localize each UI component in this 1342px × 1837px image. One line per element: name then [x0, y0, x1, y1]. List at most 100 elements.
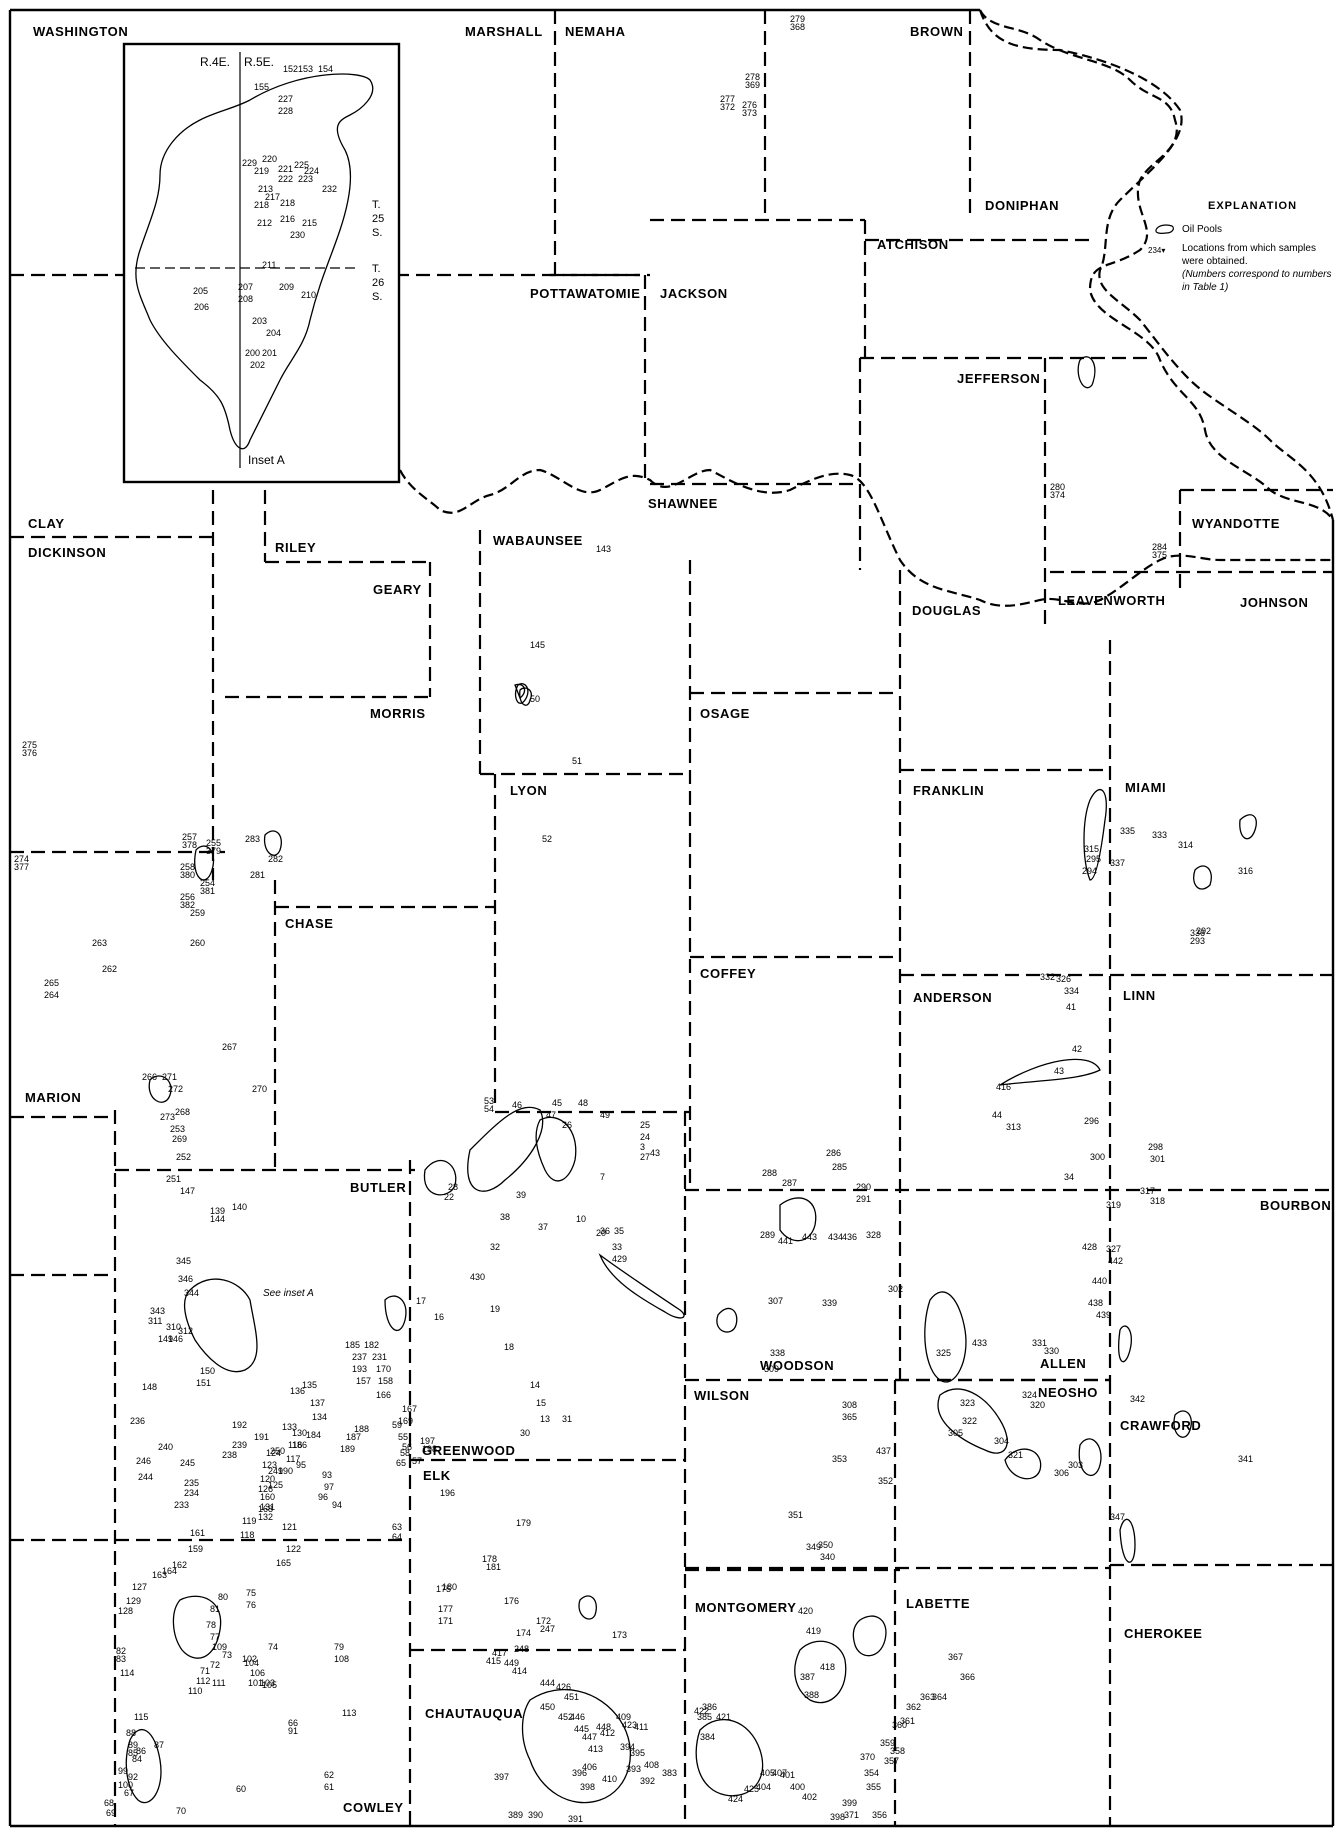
sample-point-125: 125 [268, 1480, 283, 1490]
inset-sample-203: 203 [252, 316, 267, 326]
sample-point-307: 307 [768, 1296, 783, 1306]
sample-point-316: 316 [1238, 866, 1253, 876]
sample-point-317: 317 [1140, 1186, 1155, 1196]
sample-point-442: 442 [1108, 1256, 1123, 1266]
sample-point-380: 380 [180, 870, 195, 880]
sample-point-233: 233 [174, 1500, 189, 1510]
sample-point-273: 273 [160, 1112, 175, 1122]
sample-point-162: 162 [172, 1560, 187, 1570]
inset-range-left: R.4E. [200, 55, 230, 69]
sample-point-387: 387 [800, 1672, 815, 1682]
sample-point-145: 145 [530, 640, 545, 650]
sample-point-290: 290 [856, 1182, 871, 1192]
sample-point-136: 136 [290, 1386, 305, 1396]
sample-point-130: 130 [292, 1428, 307, 1438]
sample-point-56: 56 [402, 1442, 412, 1452]
sample-point-251: 251 [166, 1174, 181, 1184]
sample-point-146: 146 [168, 1334, 183, 1344]
county-labette: LABETTE [906, 1596, 970, 1611]
county-johnson: JOHNSON [1240, 595, 1309, 610]
sample-point-391: 391 [568, 1814, 583, 1824]
sample-point-147: 147 [180, 1186, 195, 1196]
sample-point-281: 281 [250, 870, 265, 880]
sample-point-296: 296 [1084, 1116, 1099, 1126]
map-frame [8, 8, 1335, 1828]
sample-point-343: 343 [150, 1306, 165, 1316]
oil-pool [423, 1159, 457, 1196]
sample-point-282: 282 [268, 854, 283, 864]
sample-point-262: 262 [102, 964, 117, 974]
oil-pool [263, 830, 282, 856]
sample-point-421: 421 [716, 1712, 731, 1722]
sample-point-27: 27 [640, 1152, 650, 1162]
sample-point-111: 111 [212, 1678, 226, 1688]
inset-t25-c: S. [372, 227, 382, 239]
sample-point-259: 259 [190, 908, 205, 918]
sample-point-192: 192 [232, 1420, 247, 1430]
sample-point-362: 362 [906, 1702, 921, 1712]
sample-point-127: 127 [132, 1582, 147, 1592]
sample-point-124: 124 [266, 1448, 281, 1458]
sample-point-275: 275 [22, 740, 37, 750]
sample-point-37: 37 [538, 1222, 548, 1232]
oil-pool [384, 1295, 407, 1332]
oil-pool [1173, 1410, 1192, 1438]
sample-point-255: 255 [206, 838, 221, 848]
sample-point-91: 91 [288, 1726, 298, 1736]
sample-point-101: 101 [248, 1678, 263, 1688]
sample-point-270: 270 [252, 1084, 267, 1094]
sample-point-74: 74 [268, 1642, 278, 1652]
sample-point-308: 308 [842, 1400, 857, 1410]
sample-point-446: 446 [570, 1712, 585, 1722]
county-clay: CLAY [28, 516, 65, 531]
sample-point-53: 53 [484, 1096, 494, 1106]
sample-point-172: 172 [536, 1616, 551, 1626]
oil-pool [467, 1106, 544, 1192]
sample-point-108: 108 [334, 1654, 349, 1664]
sample-point-288: 288 [762, 1168, 777, 1178]
county-franklin: FRANKLIN [913, 783, 984, 798]
sample-point-332: 332 [1040, 972, 1055, 982]
sample-point-370: 370 [860, 1752, 875, 1762]
sample-point-345: 345 [176, 1256, 191, 1266]
sample-point-164: 164 [162, 1566, 177, 1576]
county-linn: LINN [1123, 988, 1156, 1003]
oil-pool [1239, 814, 1257, 840]
sample-point-429: 429 [612, 1254, 627, 1264]
sample-point-384: 384 [700, 1732, 715, 1742]
sample-point-249: 249 [268, 1466, 283, 1476]
sample-point-326: 326 [1056, 974, 1071, 984]
oil-pool [172, 1595, 222, 1659]
sample-point-294: 294 [1082, 866, 1097, 876]
sample-point-409: 409 [616, 1712, 631, 1722]
county-montgomery: MONTGOMERY [695, 1600, 797, 1615]
sample-point-266: 266 [142, 1072, 157, 1082]
sample-point-286: 286 [826, 1148, 841, 1158]
sample-point-31: 31 [562, 1414, 572, 1424]
sample-point-428: 428 [1082, 1242, 1097, 1252]
sample-point-66: 66 [288, 1718, 298, 1728]
inset-sample-210: 210 [301, 290, 316, 300]
sample-point-121: 121 [282, 1522, 297, 1532]
sample-point-291: 291 [856, 1194, 871, 1204]
sample-point-441: 441 [778, 1236, 793, 1246]
sample-point-405: 405 [760, 1768, 775, 1778]
sample-point-41: 41 [1066, 1002, 1076, 1012]
sample-point-276: 276 [742, 100, 757, 110]
sample-point-36: 36 [600, 1226, 610, 1236]
oil-pool [578, 1595, 597, 1620]
sample-point-82: 82 [116, 1646, 126, 1656]
sample-point-19: 19 [490, 1304, 500, 1314]
sample-point-278: 278 [745, 72, 760, 82]
sample-point-366: 366 [960, 1672, 975, 1682]
sample-point-80: 80 [218, 1592, 228, 1602]
county-neosho: NEOSHO [1038, 1385, 1098, 1400]
sample-point-406: 406 [582, 1762, 597, 1772]
county-wyandotte: WYANDOTTE [1192, 516, 1280, 531]
sample-point-75: 75 [246, 1588, 256, 1598]
sample-point-158: 158 [378, 1376, 393, 1386]
sample-point-315: 315 [1084, 844, 1099, 854]
sample-point-244: 244 [138, 1472, 153, 1482]
sample-point-423: 423 [622, 1720, 637, 1730]
